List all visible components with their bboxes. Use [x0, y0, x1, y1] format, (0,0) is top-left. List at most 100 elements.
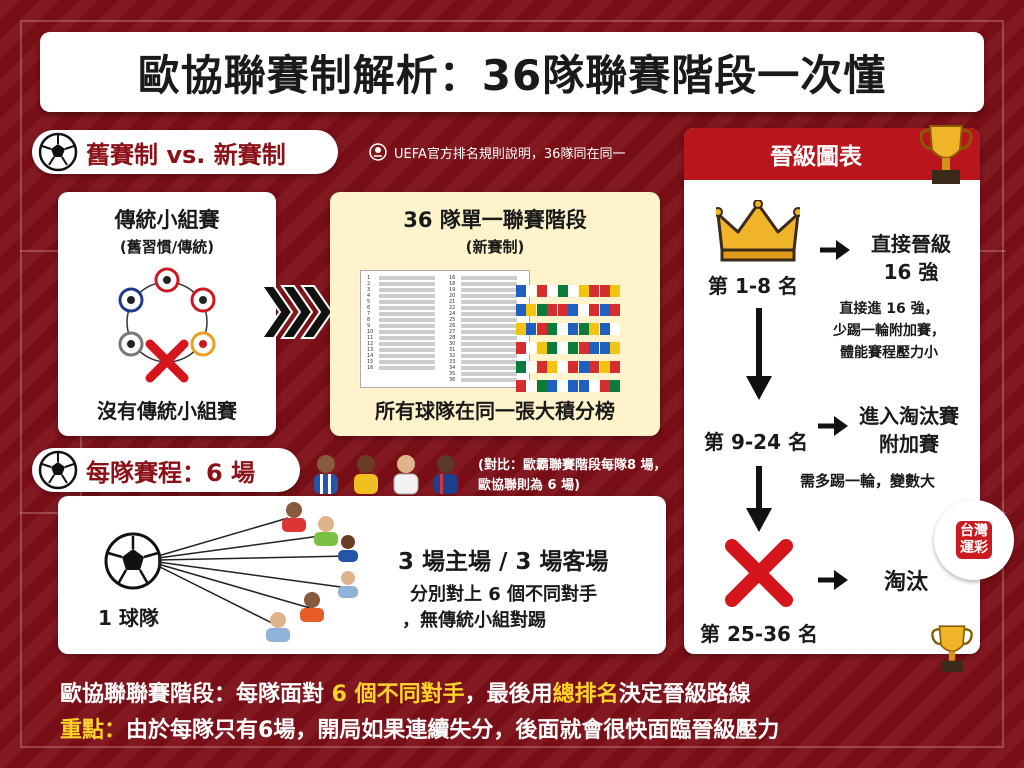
soccer-ball-icon: [118, 287, 144, 313]
flag-icon: [558, 380, 578, 392]
rank-number: 2: [367, 281, 371, 287]
team-label: 1 球隊: [98, 606, 159, 630]
traditional-subtitle: (舊習慣/傳統): [119, 238, 215, 256]
traditional-caption: 沒有傳統小組賽: [97, 399, 237, 423]
rank-bar: [379, 312, 435, 316]
rank-number: 19: [449, 287, 456, 293]
rank-1-8-result-1: 直接晉級: [871, 232, 951, 256]
cross-icon: [725, 539, 793, 607]
arrow-down-icon: [746, 308, 772, 400]
rank-1-8-result-2: 16 強: [883, 260, 939, 284]
rank-9-24-result-1: 進入淘汰賽: [859, 404, 959, 428]
uefa-logo-icon: [369, 143, 387, 161]
trophy-icon: [919, 125, 973, 184]
rank-9-24-note: 需多踢一輪，變數大: [800, 472, 936, 490]
soccer-ball-icon: [104, 532, 162, 590]
standings-row: 19: [449, 287, 521, 293]
rank-number: 14: [367, 353, 374, 359]
standings-row: 16: [367, 365, 439, 371]
new-format-subtitle: (新賽制): [465, 238, 525, 256]
flag-icon: [537, 323, 557, 335]
standings-row: 10: [367, 329, 439, 335]
rank-number: 22: [449, 305, 456, 311]
rank-bar: [379, 354, 435, 358]
standings-row: 24: [449, 311, 521, 317]
group-circle-diagram: [118, 267, 216, 383]
rank-number: 1: [367, 275, 371, 281]
flag-icon: [579, 323, 599, 335]
schedule-heading: 每隊賽程：6 場: [32, 448, 300, 492]
rank-bar: [379, 330, 435, 334]
standings-row: 2: [367, 281, 439, 287]
rank-number: 10: [367, 329, 374, 335]
trophy-icon: [931, 625, 973, 672]
rank-bar: [379, 276, 435, 280]
rank-bar: [379, 336, 435, 340]
rank-bar: [461, 300, 517, 304]
summary-part-2: ，最後用: [464, 682, 553, 707]
rank-number: 3: [367, 287, 371, 293]
chevron-right-icon: [262, 285, 332, 339]
flag-icon: [600, 361, 620, 373]
standings-row: 15: [367, 359, 439, 365]
promotion-panel: 晉級圖表 第 1-8 名 直接晉級 16 強 直接進 16 強， 少踢一輪附加賽…: [684, 125, 980, 672]
rank-bar: [461, 360, 517, 364]
rank-bar: [461, 354, 517, 358]
soccer-ball-icon: [38, 132, 78, 172]
old-vs-new-label: 舊賽制 vs. 新賽制: [86, 140, 286, 169]
rank-bar: [379, 342, 435, 346]
flag-icon: [537, 361, 557, 373]
opponent-avatar: [338, 571, 358, 598]
flag-icon: [579, 342, 599, 354]
rank-bar: [461, 276, 517, 280]
uefa-note: UEFA官方排名規則說明，36隊同在同一: [368, 142, 625, 162]
arrow-right-icon: [820, 240, 850, 260]
standings-row: 11: [367, 335, 439, 341]
rank-bar: [461, 324, 517, 328]
uefa-note-text: UEFA官方排名規則說明，36隊同在同一: [394, 146, 626, 162]
flag-icon: [558, 342, 578, 354]
rank-bar: [461, 288, 517, 292]
standings-row: 7: [367, 311, 439, 317]
rank-number: 7: [367, 311, 371, 317]
rank-number: 33: [449, 359, 456, 365]
rank-bar: [461, 366, 517, 370]
flag-icon: [600, 323, 620, 335]
rank-25-36-result: 淘汰: [884, 570, 929, 595]
key-point-label: 重點：: [60, 718, 127, 743]
flag-icon: [516, 323, 536, 335]
standings-row: 27: [449, 329, 521, 335]
new-format-caption: 所有球隊在同一張大積分榜: [375, 399, 615, 423]
promotion-heading: 晉級圖表: [770, 144, 862, 170]
opponent-avatar: [282, 502, 306, 532]
rank-number: 35: [449, 371, 456, 377]
opponent-avatar: [314, 516, 338, 546]
rank-bar: [379, 294, 435, 298]
rank-bar: [461, 318, 517, 322]
rank-bar: [461, 342, 517, 346]
standings-row: 28: [449, 335, 521, 341]
soccer-ball-icon: [190, 331, 216, 357]
rank-number: 6: [367, 305, 371, 311]
flag-icon: [600, 304, 620, 316]
soccer-ball-icon: [118, 331, 144, 357]
rank-number: 16: [449, 275, 456, 281]
rank-bar: [379, 306, 435, 310]
flag-icon: [600, 380, 620, 392]
fan-avatar: [314, 455, 338, 494]
rank-number: 24: [449, 311, 456, 317]
flag-icon: [516, 361, 536, 373]
rank-number: 30: [449, 341, 456, 347]
rank-number: 12: [367, 341, 374, 347]
summary-highlight-2: 總排名: [552, 682, 619, 707]
rank-bar: [461, 330, 517, 334]
fan-avatar: [354, 455, 378, 494]
rank-number: 25: [449, 317, 456, 323]
soccer-ball-icon: [154, 267, 180, 293]
opponent-avatar: [266, 612, 290, 642]
